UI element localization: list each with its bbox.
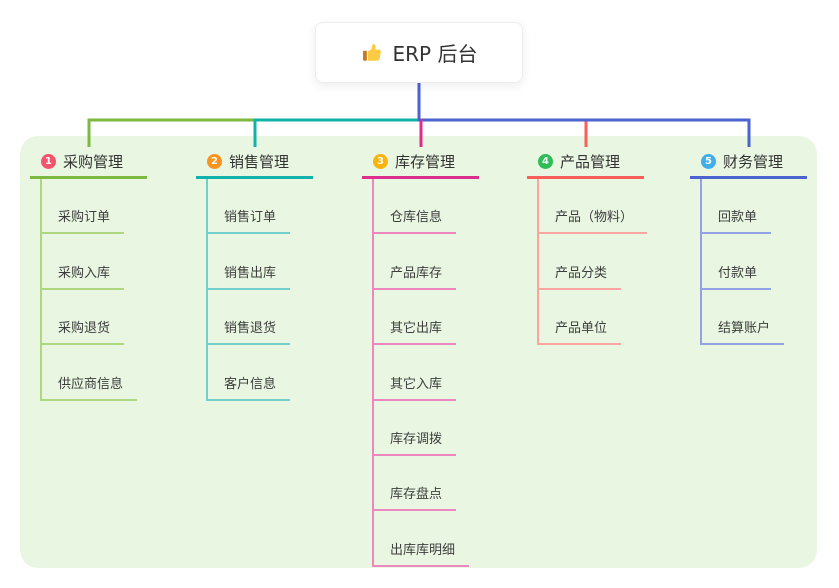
priority-badge-icon: 5 — [701, 153, 716, 169]
children-list: 回款单付款单结算账户 — [690, 179, 807, 346]
branch-label: 销售管理 — [229, 152, 290, 171]
priority-badge-icon: 3 — [373, 153, 388, 169]
branch-node[interactable]: 4 产品管理 — [527, 146, 644, 179]
root-title: ERP 后台 — [392, 42, 478, 66]
thumbs-up-icon — [361, 42, 383, 64]
priority-badge-icon: 2 — [207, 153, 222, 169]
child-node[interactable]: 结算账户 — [700, 290, 785, 346]
child-node[interactable]: 销售出库 — [206, 234, 291, 290]
branch-node[interactable]: 5 财务管理 — [690, 146, 807, 179]
children-list: 销售订单销售出库销售退货客户信息 — [196, 179, 313, 401]
child-node[interactable]: 其它出库 — [372, 290, 457, 346]
child-node[interactable]: 供应商信息 — [40, 345, 138, 401]
branch-node[interactable]: 2 销售管理 — [196, 146, 313, 179]
branch-connector-line — [419, 118, 751, 147]
branch-label: 产品管理 — [560, 152, 621, 171]
children-list: 采购订单采购入库采购退货供应商信息 — [30, 179, 147, 401]
child-node[interactable]: 产品单位 — [537, 290, 622, 346]
child-connector-line — [40, 179, 42, 401]
child-node[interactable]: 采购退货 — [40, 290, 125, 346]
child-node[interactable]: 销售退货 — [206, 290, 291, 346]
child-node[interactable]: 产品（物料） — [537, 179, 648, 235]
branch-connector-line — [419, 118, 588, 147]
child-connector-line — [372, 179, 374, 567]
mindmap-canvas — [20, 136, 817, 568]
branch-node[interactable]: 3 库存管理 — [362, 146, 479, 179]
branch-column: 4 产品管理产品（物料）产品分类产品单位 — [527, 146, 648, 346]
child-node[interactable]: 付款单 — [700, 234, 772, 290]
priority-badge-icon: 4 — [538, 153, 553, 169]
child-connector-line — [206, 179, 208, 401]
children-list: 仓库信息产品库存其它出库其它入库库存调拨库存盘点出库库明细 — [362, 179, 479, 567]
child-node[interactable]: 客户信息 — [206, 345, 291, 401]
branch-column: 1 采购管理采购订单采购入库采购退货供应商信息 — [30, 146, 147, 401]
child-node[interactable]: 产品分类 — [537, 234, 622, 290]
priority-badge-icon: 1 — [41, 153, 56, 169]
branch-column: 2 销售管理销售订单销售出库销售退货客户信息 — [196, 146, 313, 401]
children-list: 产品（物料）产品分类产品单位 — [527, 179, 648, 346]
child-node[interactable]: 库存盘点 — [372, 456, 457, 512]
branch-connector-line — [253, 118, 419, 147]
child-node[interactable]: 仓库信息 — [372, 179, 457, 235]
branch-label: 库存管理 — [395, 152, 456, 171]
child-node[interactable]: 采购订单 — [40, 179, 125, 235]
child-node[interactable]: 出库库明细 — [372, 511, 470, 567]
root-node-erp[interactable]: ERP 后台 — [315, 22, 523, 83]
branch-label: 采购管理 — [63, 152, 124, 171]
child-node[interactable]: 回款单 — [700, 179, 772, 235]
branch-connector-line — [419, 118, 423, 147]
child-node[interactable]: 产品库存 — [372, 234, 457, 290]
child-node[interactable]: 采购入库 — [40, 234, 125, 290]
branch-label: 财务管理 — [723, 152, 784, 171]
child-node[interactable]: 销售订单 — [206, 179, 291, 235]
child-node[interactable]: 库存调拨 — [372, 401, 457, 456]
child-node[interactable]: 其它入库 — [372, 345, 457, 401]
child-connector-line — [700, 179, 702, 346]
branch-column: 3 库存管理仓库信息产品库存其它出库其它入库库存调拨库存盘点出库库明细 — [362, 146, 479, 567]
branch-node[interactable]: 1 采购管理 — [30, 146, 147, 179]
child-connector-line — [537, 179, 539, 346]
branch-column: 5 财务管理回款单付款单结算账户 — [690, 146, 807, 346]
